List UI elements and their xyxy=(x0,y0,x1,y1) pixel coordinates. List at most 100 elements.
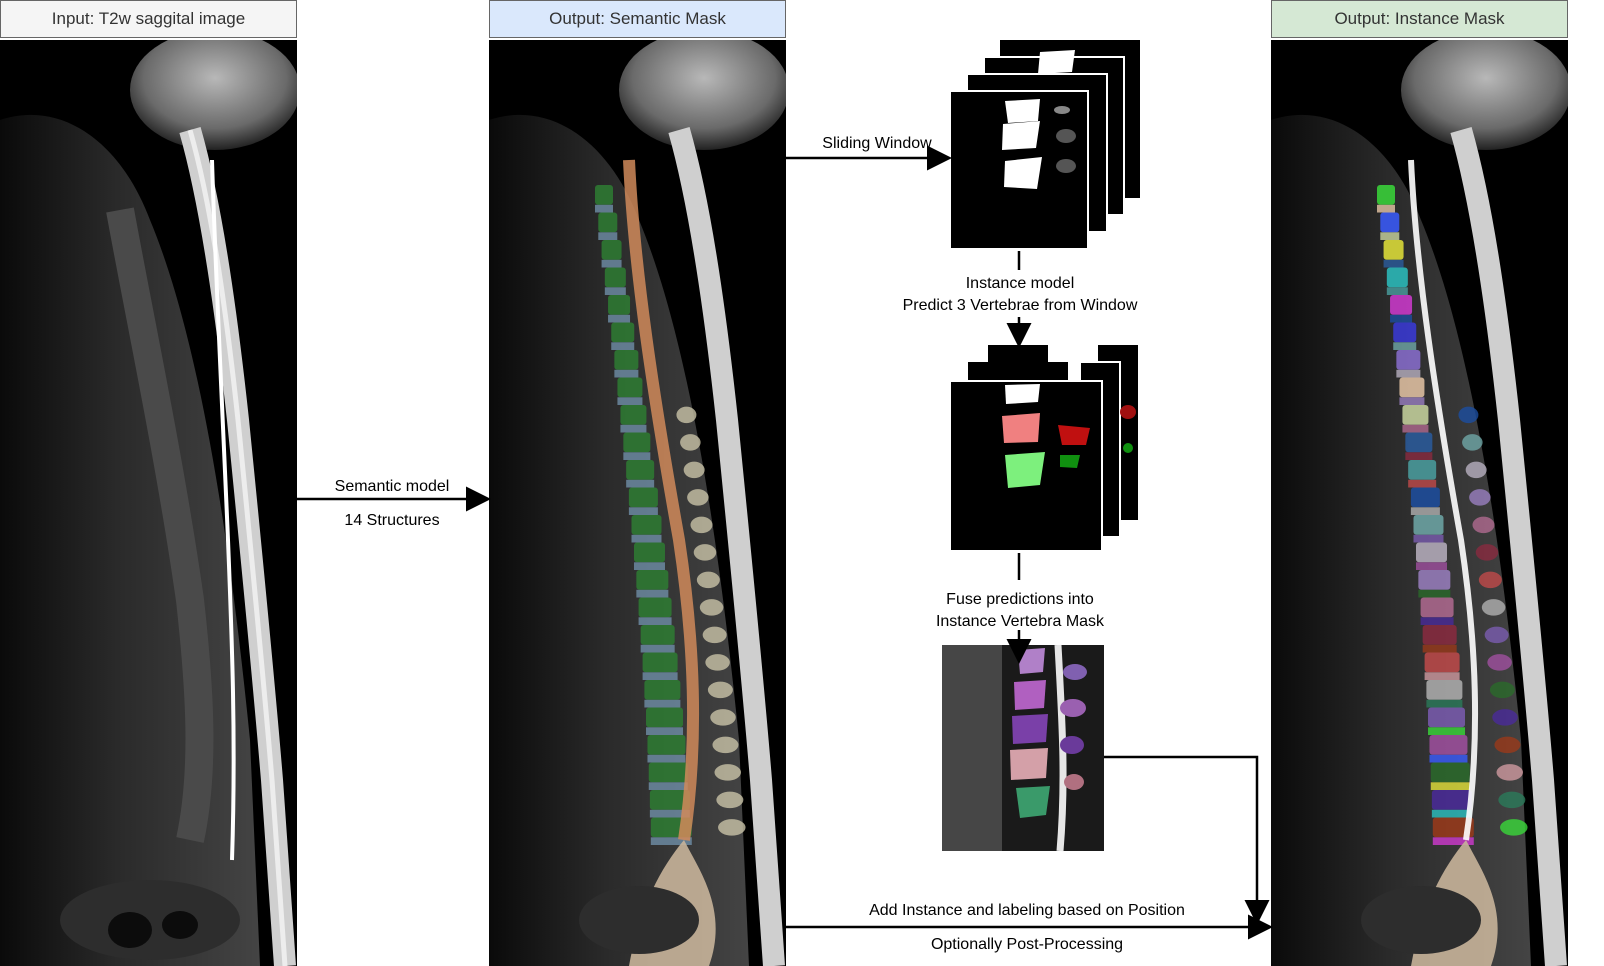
vertebra-body xyxy=(608,295,631,315)
intervertebral-disc xyxy=(638,617,672,625)
intervertebral-disc xyxy=(1399,397,1425,405)
vertebra-body xyxy=(1380,212,1400,233)
vertebra-body xyxy=(646,707,684,728)
posterior-element xyxy=(1496,764,1524,781)
window-stack-binary xyxy=(949,40,1140,250)
vertebra-body xyxy=(617,377,643,398)
instance-mri-drawing xyxy=(1271,40,1568,966)
posterior-element xyxy=(1469,489,1491,506)
posterior-element xyxy=(714,764,742,781)
intervertebral-disc xyxy=(1413,534,1444,543)
intervertebral-disc xyxy=(1415,562,1447,570)
intervertebral-disc xyxy=(1426,699,1463,708)
posterior-element xyxy=(1458,406,1479,424)
intervertebral-disc xyxy=(1422,644,1457,653)
instance-model-label: Instance model xyxy=(965,275,1075,292)
posterior-element xyxy=(1500,819,1528,836)
posterior-element xyxy=(696,571,720,589)
intervertebral-disc xyxy=(1393,342,1417,350)
instance-vertebrae xyxy=(1377,185,1528,845)
sliding-window-label: Sliding Window xyxy=(822,135,932,152)
vertebra-body xyxy=(1390,295,1413,315)
posterior-element xyxy=(676,406,697,424)
intervertebral-disc xyxy=(608,314,631,323)
posterior-element xyxy=(1498,791,1526,809)
posterior-element xyxy=(1489,681,1515,699)
posterior-element xyxy=(693,544,717,561)
vertebra-body xyxy=(1396,350,1421,370)
intervertebral-disc xyxy=(633,562,665,570)
instance-model-desc: Predict 3 Vertebrae from Window xyxy=(902,297,1138,314)
vertebra-body xyxy=(1377,185,1395,205)
vertebra-body xyxy=(614,350,639,370)
vertebra-body xyxy=(1402,405,1429,425)
semantic-panel-title: Output: Semantic Mask xyxy=(489,0,786,38)
vertebra-body xyxy=(620,405,647,425)
intervertebral-disc xyxy=(649,809,690,818)
vertebra-body xyxy=(1422,625,1457,645)
intervertebral-disc xyxy=(1431,809,1472,818)
vertebra-body xyxy=(601,240,622,260)
posterior-element xyxy=(699,599,724,616)
intervertebral-disc xyxy=(620,424,647,433)
intervertebral-disc xyxy=(604,287,626,295)
intervertebral-disc xyxy=(646,727,684,735)
post-processing-label: Optionally Post-Processing xyxy=(930,936,1124,953)
intervertebral-disc xyxy=(595,204,613,213)
t2w-sagittal-image xyxy=(0,40,297,966)
vertebra-body xyxy=(1432,817,1474,838)
intervertebral-disc xyxy=(1428,727,1466,735)
posterior-element xyxy=(1465,461,1487,479)
fused-instance-crop xyxy=(942,644,1104,852)
vertebra-body xyxy=(628,487,658,508)
intervertebral-disc xyxy=(1430,782,1470,790)
intervertebral-disc xyxy=(1420,617,1454,625)
intervertebral-disc xyxy=(623,452,651,460)
posterior-element xyxy=(712,736,739,754)
posterior-element xyxy=(687,489,709,506)
posterior-element xyxy=(1494,736,1521,754)
posterior-element xyxy=(1462,434,1483,451)
input-panel: Input: T2w saggital image xyxy=(0,0,297,966)
vertebra-body xyxy=(640,625,675,645)
posterior-element xyxy=(1472,516,1495,534)
vertebra-body xyxy=(644,680,681,700)
vertebra-body xyxy=(598,212,618,233)
posterior-element xyxy=(690,516,713,534)
posterior-element xyxy=(1478,571,1502,589)
vertebra-body xyxy=(1386,267,1408,288)
semantic-model-label: Semantic model xyxy=(334,478,450,495)
vertebra-body xyxy=(1399,377,1425,398)
intervertebral-disc xyxy=(628,507,658,515)
crop-to-output-arrow xyxy=(1104,755,1270,925)
window-stack-instances xyxy=(949,345,1138,552)
posterior-element xyxy=(716,791,744,809)
vertebra-body xyxy=(1431,790,1472,810)
vertebra-body xyxy=(604,267,626,288)
posterior-element xyxy=(702,626,727,644)
vertebra-body xyxy=(1420,597,1454,618)
vertebra-body xyxy=(1410,487,1440,508)
intervertebral-disc xyxy=(601,259,622,268)
vertebra-body xyxy=(623,432,651,453)
intervertebral-disc xyxy=(642,672,678,680)
add-instance-label: Add Instance and labeling based on Posit… xyxy=(869,902,1185,919)
intervertebral-disc xyxy=(1408,479,1437,488)
posterior-element xyxy=(1475,544,1499,561)
posterior-element xyxy=(683,461,705,479)
intervertebral-disc xyxy=(1429,754,1468,763)
intervertebral-disc xyxy=(640,644,675,653)
intervertebral-disc xyxy=(1418,589,1451,598)
instance-panel-title: Output: Instance Mask xyxy=(1271,0,1568,38)
vertebra-body xyxy=(631,515,662,535)
intervertebral-disc xyxy=(1383,259,1404,268)
vertebra-body xyxy=(1418,570,1451,590)
intervertebral-disc xyxy=(626,479,655,488)
intervertebral-disc xyxy=(1377,204,1395,213)
vertebra-body xyxy=(1429,735,1468,755)
intervertebral-disc xyxy=(1380,232,1400,240)
intervertebral-disc xyxy=(1410,507,1440,515)
posterior-element xyxy=(710,709,736,726)
intervertebral-disc xyxy=(1386,287,1408,295)
